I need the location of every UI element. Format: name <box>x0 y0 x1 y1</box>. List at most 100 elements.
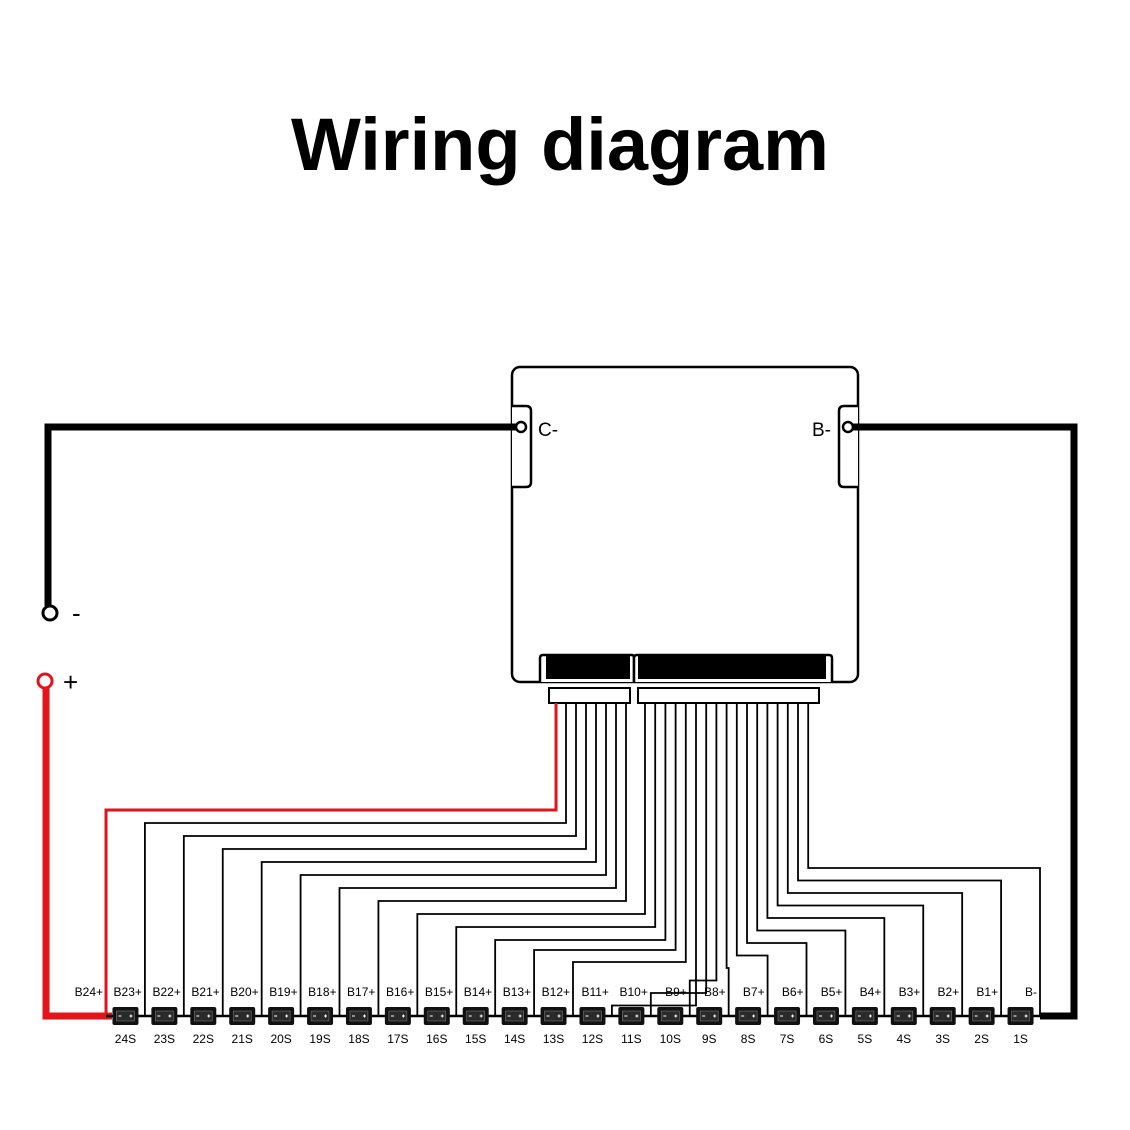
balance-wire <box>455 703 657 1016</box>
cell-label: 8S <box>741 1032 756 1046</box>
balance-wire <box>797 703 1002 1016</box>
balance-wire <box>572 703 687 1016</box>
balance-wire <box>144 703 567 1016</box>
tap-label: B2+ <box>937 985 959 999</box>
bms-board <box>510 365 860 704</box>
cell-label: 15S <box>465 1032 486 1046</box>
balance-wire <box>416 703 646 1016</box>
tap-label: B8+ <box>704 985 726 999</box>
cell-label: 16S <box>426 1032 447 1046</box>
balance-plug-small <box>548 687 631 704</box>
c-minus-label: C- <box>538 420 558 441</box>
b-minus-label: B- <box>812 420 831 441</box>
cell-label: 4S <box>896 1032 911 1046</box>
balance-wire <box>494 703 667 1016</box>
balance-socket-large <box>632 653 834 682</box>
balance-wire <box>725 703 730 1016</box>
battery-cells <box>112 1007 1034 1025</box>
cell-label: 7S <box>780 1032 795 1046</box>
tap-label: B21+ <box>191 985 219 999</box>
battery-cell-icon <box>384 1007 411 1025</box>
battery-cell-icon <box>812 1007 839 1025</box>
balance-wire <box>746 703 808 1016</box>
cell-label: 18S <box>348 1032 369 1046</box>
balance-wire <box>377 703 627 1016</box>
battery-cell-icon <box>618 1007 645 1025</box>
cell-label: 5S <box>858 1032 873 1046</box>
cell-label: 23S <box>154 1032 175 1046</box>
battery-cell-icon <box>190 1007 217 1025</box>
battery-cell-icon <box>774 1007 801 1025</box>
tap-label: B17+ <box>347 985 375 999</box>
battery-cell-icon <box>579 1007 606 1025</box>
balance-wire <box>104 703 558 1016</box>
cell-label: 24S <box>115 1032 136 1046</box>
cell-label: 6S <box>819 1032 834 1046</box>
tap-label: B4+ <box>860 985 882 999</box>
main-wires <box>42 423 1078 1020</box>
tap-label: B7+ <box>743 985 765 999</box>
battery-cell-icon <box>890 1007 917 1025</box>
c-minus-terminal-icon <box>514 420 528 434</box>
balance-wire <box>221 703 587 1016</box>
battery-cell-icon <box>696 1007 723 1025</box>
tap-label: B9+ <box>665 985 687 999</box>
tap-label: B- <box>1025 985 1037 999</box>
c-minus-wire <box>44 423 520 606</box>
battery-cell-icon <box>929 1007 956 1025</box>
battery-cell-icon <box>307 1007 334 1025</box>
tap-label: B20+ <box>230 985 258 999</box>
balance-wire <box>260 703 597 1016</box>
cell-label: 12S <box>582 1032 603 1046</box>
balance-wire <box>611 703 697 1016</box>
tap-label: B15+ <box>425 985 453 999</box>
tap-label: B11+ <box>581 985 608 999</box>
cell-label: 3S <box>935 1032 950 1046</box>
tap-labels: B24+B23+B22+B21+B20+B19+B18+B17+B16+B15+… <box>75 985 1037 999</box>
tap-label: B24+ <box>75 985 103 999</box>
tap-label: B13+ <box>503 985 531 999</box>
balance-wire <box>807 703 1041 1016</box>
tap-label: B18+ <box>308 985 336 999</box>
cell-label: 14S <box>504 1032 525 1046</box>
battery-cell-icon <box>1007 1007 1034 1025</box>
cell-label: 21S <box>232 1032 253 1046</box>
negative-terminal-icon <box>41 604 59 622</box>
positive-terminal-icon <box>36 672 54 690</box>
battery-cell-icon <box>501 1007 528 1025</box>
battery-cell-icon <box>657 1007 684 1025</box>
tap-label: B10+ <box>619 985 647 999</box>
battery-cell-icon <box>112 1007 139 1025</box>
battery-cell-icon <box>268 1007 295 1025</box>
positive-wire <box>42 684 112 1020</box>
tap-label: B5+ <box>821 985 843 999</box>
tap-label: B22+ <box>152 985 180 999</box>
tap-label: B19+ <box>269 985 297 999</box>
cell-label: 22S <box>193 1032 214 1046</box>
cell-label: 9S <box>702 1032 717 1046</box>
tap-label: B14+ <box>464 985 492 999</box>
balance-wires <box>104 703 1041 1018</box>
battery-cell-icon <box>735 1007 762 1025</box>
cell-labels: 24S 23S 22S 21S 20S 19S 18S 17S 16S 15S 14S 13S 12S 1… <box>115 1032 1028 1046</box>
cell-label: 17S <box>387 1032 408 1046</box>
b-minus-terminal-icon <box>841 420 855 434</box>
diagram-title: Wiring diagram <box>291 103 829 186</box>
positive-terminal-label: + <box>63 667 78 697</box>
balance-plug-large <box>637 687 820 704</box>
cell-label: 13S <box>543 1032 564 1046</box>
balance-wire <box>786 703 964 1016</box>
tap-label: B3+ <box>899 985 921 999</box>
balance-wire <box>776 703 925 1016</box>
battery-cell-icon <box>851 1007 878 1025</box>
cell-label: 20S <box>270 1032 291 1046</box>
cell-label: 19S <box>309 1032 330 1046</box>
balance-wire <box>688 703 718 1016</box>
cell-label: 11S <box>621 1032 641 1046</box>
tap-label: B23+ <box>114 985 142 999</box>
balance-wire <box>533 703 677 1016</box>
balance-wire <box>766 703 886 1016</box>
battery-cell-icon <box>540 1007 567 1025</box>
tap-label: B6+ <box>782 985 804 999</box>
battery-cell-icon <box>151 1007 178 1025</box>
